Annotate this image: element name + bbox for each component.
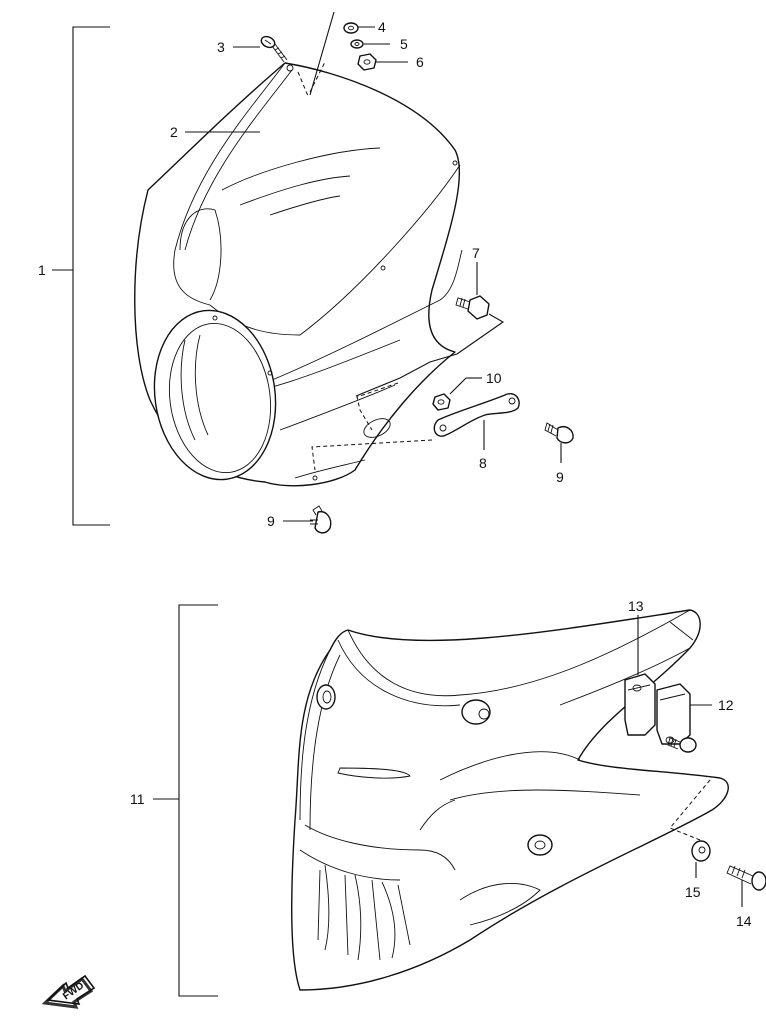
callout-5: 5: [400, 36, 408, 52]
callout-3: 3: [217, 39, 225, 55]
callout-15: 15: [685, 884, 701, 900]
callout-4: 4: [378, 19, 386, 35]
under-cowl: [291, 609, 729, 991]
callout-6: 6: [416, 54, 424, 70]
assembly-1-bracket: [52, 26, 110, 526]
bolt-9-bottom: [310, 505, 332, 534]
screw-3: [260, 35, 288, 63]
bolt-7: [455, 295, 490, 320]
nut-10: [432, 393, 451, 411]
callout-10: 10: [486, 370, 502, 386]
screw-14: [726, 865, 766, 891]
clip-13: [624, 673, 656, 736]
callout-13: 13: [628, 598, 644, 614]
fwd-arrow-icon: FWD: [41, 974, 96, 1009]
callout-9b: 9: [267, 513, 275, 529]
assembly-11-bracket: [153, 604, 218, 997]
nut-6: [357, 53, 377, 71]
callout-12: 12: [718, 697, 734, 713]
screw-12-fastener: [667, 737, 697, 753]
washer-15: [691, 840, 711, 862]
callout-1: 1: [38, 262, 46, 278]
callout-14: 14: [736, 913, 752, 929]
clip-12: [656, 683, 691, 745]
washer-4: [343, 22, 359, 34]
headlight-cowl: [134, 62, 463, 487]
bracket-8: [433, 393, 520, 437]
lock-washer-5: [350, 39, 364, 49]
callout-7: 7: [472, 245, 480, 261]
bolt-9-right: [544, 422, 574, 444]
callout-2: 2: [170, 124, 178, 140]
callout-8: 8: [479, 455, 487, 471]
callout-9a: 9: [556, 469, 564, 485]
callout-11: 11: [130, 791, 145, 807]
